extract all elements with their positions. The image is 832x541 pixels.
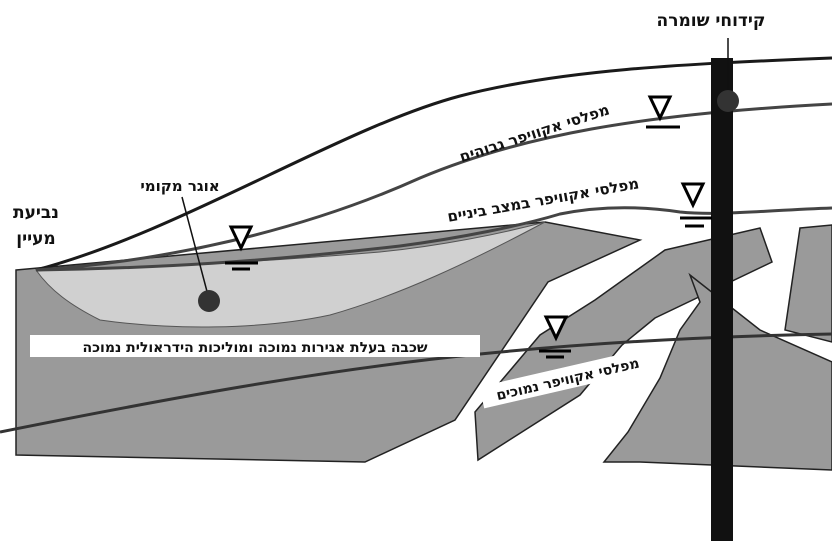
- high-level-line: [35, 102, 832, 272]
- water-table-symbol-intermediate: [680, 182, 712, 228]
- intermediate-level-line: [35, 206, 832, 272]
- ground-surface-line: [35, 56, 832, 272]
- low-permeability-layer-label: שכבה בעלת אגירות נמוכה ומוליכות הידראולי…: [82, 340, 427, 356]
- local-aquifer-pointer-line: [181, 196, 210, 300]
- water-table-symbol-low: [539, 315, 571, 359]
- low-permeability-layer-callout: שכבה בעלת אגירות נמוכה ומוליכות הידראולי…: [30, 335, 480, 357]
- monitoring-well: [711, 58, 733, 541]
- local-aquifer-pointer-dot: [198, 290, 220, 312]
- high-aquifer-levels-label: מפלסי אקוויפר גבוהים: [457, 100, 611, 166]
- spring-label-line2: מעיין: [16, 229, 55, 249]
- spring-label-line1: נביעת: [13, 203, 59, 223]
- rock-far-right: [784, 224, 832, 343]
- local-aquifer-label: אוגר מקומי: [140, 177, 219, 195]
- monitoring-well-label: קידוחי שומרה: [657, 11, 766, 31]
- well-pointer-dot: [717, 90, 739, 112]
- water-table-symbol-high: [646, 95, 680, 129]
- water-table-symbol-local: [225, 225, 258, 271]
